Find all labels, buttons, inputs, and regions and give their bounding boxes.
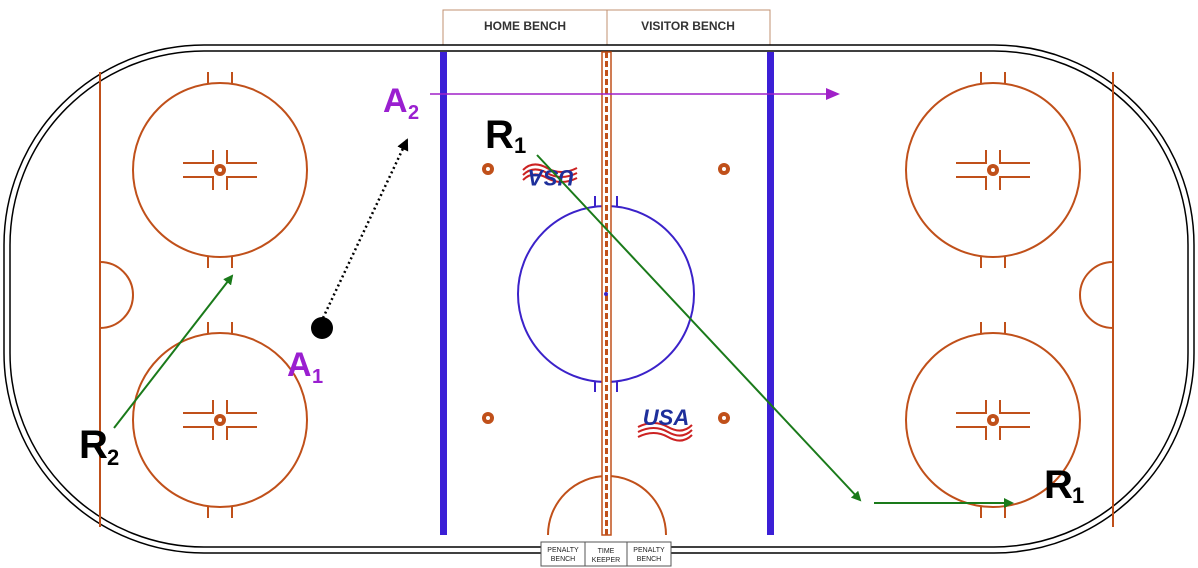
svg-text:R: R	[485, 113, 514, 157]
marker-a2: A 2	[383, 82, 419, 124]
svg-text:1: 1	[1072, 483, 1084, 508]
goal-crease-left	[99, 261, 134, 329]
svg-text:1: 1	[312, 366, 323, 388]
penalty-bench-left-line2: BENCH	[551, 556, 576, 563]
usa-logo-bottom: USA	[637, 405, 693, 442]
faceoff-circle-top-left	[132, 72, 308, 268]
bottom-officials-area: PENALTY BENCH TIME KEEPER PENALTY BENCH	[540, 541, 672, 567]
blue-line-right	[767, 52, 774, 535]
svg-text:1: 1	[514, 133, 526, 158]
penalty-bench-left-line1: PENALTY	[547, 547, 579, 554]
faceoff-dot-top-right	[987, 164, 999, 176]
bench-area: HOME BENCH VISITOR BENCH	[442, 9, 771, 49]
svg-text:USA: USA	[643, 405, 689, 430]
faceoff-dot-bottom-left	[214, 414, 226, 426]
neutral-dot-top-left	[482, 163, 494, 175]
blue-line-left	[440, 52, 447, 535]
r2-path-arrow	[113, 274, 234, 429]
penalty-bench-right-line2: BENCH	[637, 556, 662, 563]
svg-text:2: 2	[107, 445, 119, 470]
svg-text:A: A	[383, 82, 408, 120]
penalty-bench-box-right	[626, 541, 672, 567]
timekeeper-line1: TIME	[598, 548, 615, 555]
faceoff-dot-top-left	[214, 164, 226, 176]
svg-text:R: R	[79, 423, 108, 467]
svg-text:2: 2	[408, 102, 419, 124]
faceoff-dot-bottom-right	[987, 414, 999, 426]
goal-crease-right	[1079, 261, 1114, 329]
neutral-dot-top-right	[718, 163, 730, 175]
timekeeper-box	[584, 541, 628, 567]
marker-r1-right: R 1	[1044, 463, 1084, 508]
faceoff-circle-bottom-left	[132, 322, 308, 518]
faceoff-circle-top-right	[905, 72, 1081, 268]
puck	[311, 317, 333, 339]
penalty-bench-right-line1: PENALTY	[633, 547, 665, 554]
home-bench-label: HOME BENCH	[484, 19, 566, 33]
svg-text:A: A	[287, 346, 312, 384]
home-bench-box	[442, 9, 608, 49]
faceoff-circle-bottom-right	[905, 322, 1081, 518]
svg-text:R: R	[1044, 463, 1073, 507]
center-hash-marks	[594, 196, 618, 392]
penalty-bench-box-left	[540, 541, 586, 567]
marker-a1: A 1	[287, 346, 323, 388]
neutral-dot-bottom-right	[718, 412, 730, 424]
visitor-bench-box	[606, 9, 771, 49]
timekeeper-line2: KEEPER	[592, 557, 620, 564]
r1-diagonal-path-arrow	[536, 154, 862, 502]
marker-r1-top: R 1	[485, 113, 526, 158]
marker-r2: R 2	[79, 423, 119, 470]
center-dot	[604, 292, 608, 296]
neutral-dot-bottom-left	[482, 412, 494, 424]
visitor-bench-label: VISITOR BENCH	[641, 19, 735, 33]
